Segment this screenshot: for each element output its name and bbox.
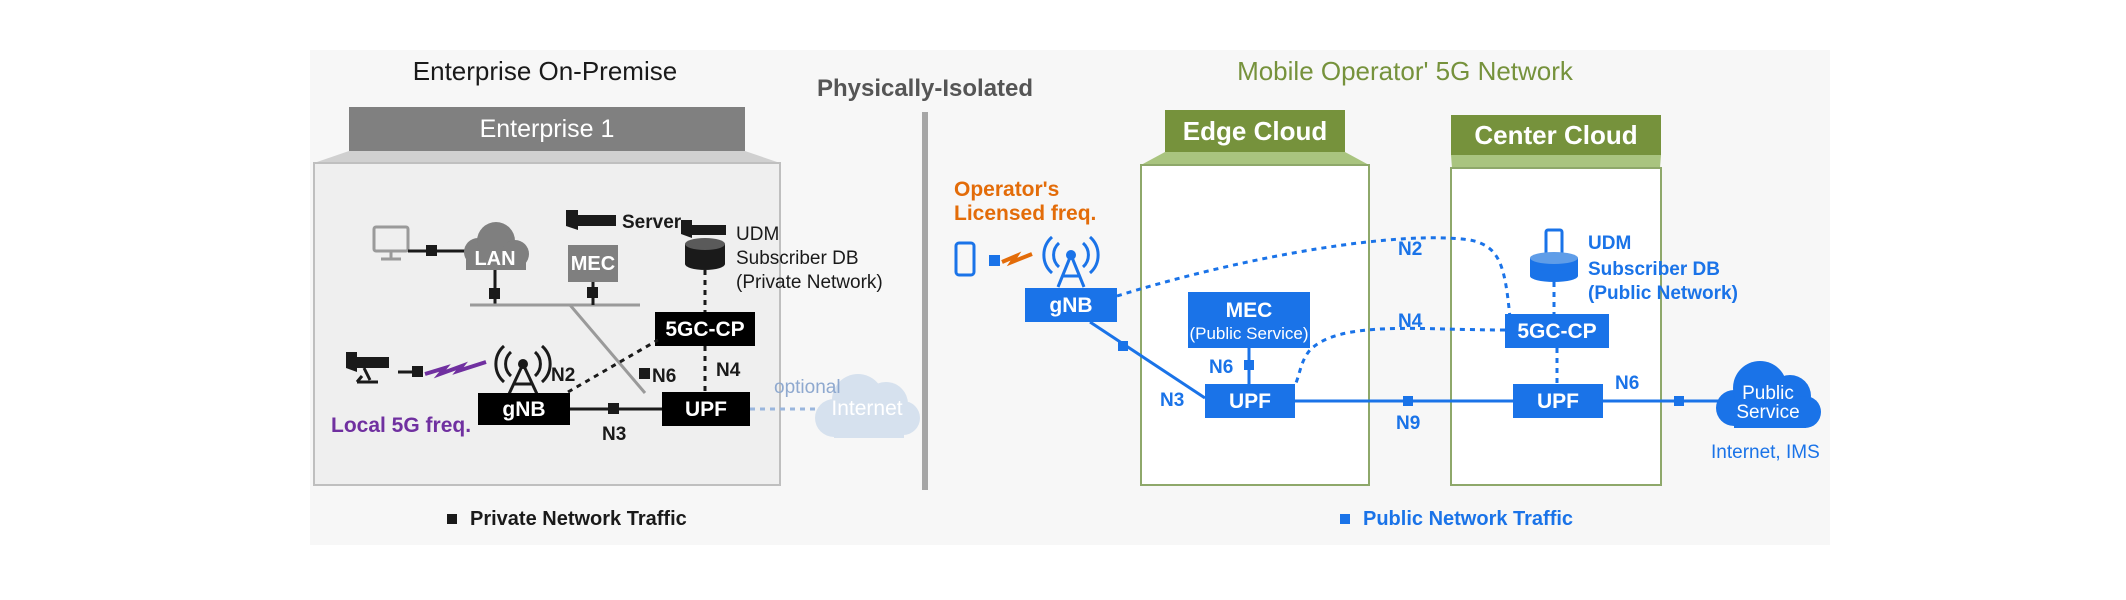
private-cp-label: 5GC-CP [665,318,744,341]
private-n4-label: N4 [716,360,741,381]
public-n9-label: N9 [1396,413,1420,434]
public-mec-sub-label: (Public Service) [1189,324,1308,343]
private-gnb-label: gNB [502,398,545,421]
pc-icon [372,225,410,261]
public-cp-label: 5GC-CP [1517,320,1596,343]
private-n2-label: N2 [551,365,575,386]
server-icon [566,210,616,230]
public-legend-marker [1340,514,1350,524]
mec-label: MEC [571,253,615,275]
udm-label: UDM [736,224,779,245]
public-subscriber-db-label: Subscriber DB [1588,259,1720,280]
edge-cloud-header [1165,110,1345,152]
enterprise-header [349,107,745,151]
operator-radio-link [1001,251,1033,267]
optional-label: optional [774,377,841,398]
public-n6-center-label: N6 [1615,373,1639,394]
private-upf-box [662,392,750,426]
public-n3-label: N3 [1160,390,1184,411]
udm-server-icon [681,220,726,238]
enterprise-label: Enterprise 1 [480,115,615,143]
internet-label: Internet [831,397,902,420]
local-freq-label: Local 5G freq. [331,414,471,437]
center-upf-box [1513,384,1603,418]
camera-device-icon [346,352,389,384]
database-icon [685,238,725,270]
public-n2-link [1116,236,1512,319]
server-label: Server [622,212,682,233]
physically-isolated-label: Physically-Isolated [817,75,1033,102]
public-cp-box [1505,314,1609,348]
edge-cloud-label: Edge Cloud [1183,116,1327,146]
public-gnb-box [1025,288,1117,322]
local-radio-link [424,360,487,379]
enterprise-roof [314,151,780,163]
gnb-antenna-icon [494,344,552,395]
mec-box [568,245,618,282]
enterprise-section-title: Enterprise On-Premise [413,56,677,86]
private-n6-label: N6 [652,366,676,387]
internet-cloud [815,374,920,438]
center-cloud-header [1451,115,1661,155]
public-service-line1: Public [1742,383,1794,404]
lan-cloud [464,222,529,270]
public-mec-label: MEC [1226,299,1273,322]
phone-icon [954,241,976,277]
public-n4-label: N4 [1398,311,1423,332]
public-mec-box [1188,292,1310,348]
center-upf-label: UPF [1537,390,1579,413]
subscriber-db-label: Subscriber DB [736,248,859,269]
public-legend-label: Public Network Traffic [1363,508,1573,530]
public-service-line2: Service [1736,402,1799,423]
public-network-label: (Public Network) [1588,283,1738,304]
operator-freq-line1: Operator's [954,178,1059,201]
lan-label: LAN [474,248,515,270]
public-n4-link [1293,326,1506,386]
private-legend-label: Private Network Traffic [470,508,687,530]
private-legend-marker [447,514,457,524]
public-n3-link [1089,320,1206,400]
private-network-label: (Private Network) [736,272,883,293]
public-n2-label: N2 [1398,239,1422,260]
operator-freq-line2: Licensed freq. [954,202,1096,225]
private-n2-link [567,338,659,394]
public-udm-label: UDM [1588,233,1631,254]
operator-section-title: Mobile Operator' 5G Network [1237,56,1574,86]
public-gnb-label: gNB [1049,294,1092,317]
internet-ims-label: Internet, IMS [1711,442,1820,463]
public-gnb-antenna-icon [1042,235,1100,288]
edge-upf-box [1205,384,1295,418]
public-n6-edge-label: N6 [1209,357,1233,378]
private-cp-box [655,312,755,346]
public-service-cloud [1716,361,1821,428]
private-gnb-box [478,393,570,425]
public-udm-icon [1530,228,1578,282]
private-upf-label: UPF [685,398,727,421]
private-n3-label: N3 [602,424,626,445]
center-cloud-label: Center Cloud [1474,120,1637,150]
edge-upf-label: UPF [1229,390,1271,413]
